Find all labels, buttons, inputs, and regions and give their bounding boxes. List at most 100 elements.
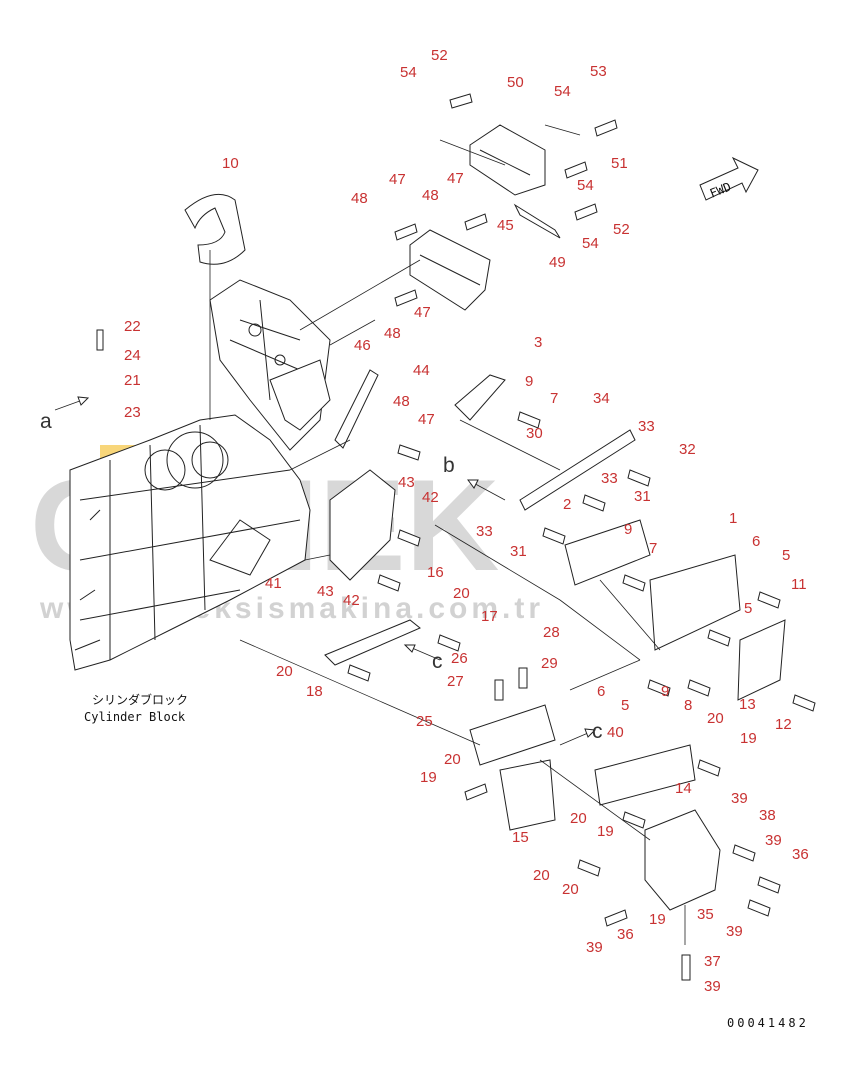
callout-36a: 36 xyxy=(792,846,809,863)
callout-48b: 48 xyxy=(422,187,439,204)
callout-52b: 52 xyxy=(613,221,630,238)
callout-40: 40 xyxy=(607,724,624,741)
plate-13-part xyxy=(737,619,786,701)
callout-33a: 33 xyxy=(638,418,655,435)
callout-53: 53 xyxy=(590,63,607,80)
callout-45: 45 xyxy=(497,217,514,234)
bracket-3-part xyxy=(454,374,506,421)
callout-29: 29 xyxy=(541,655,558,672)
callout-28: 28 xyxy=(543,624,560,641)
view-label-c2: c xyxy=(592,720,603,743)
callout-20d: 20 xyxy=(444,751,461,768)
callout-20b: 20 xyxy=(276,663,293,680)
callout-8: 8 xyxy=(684,697,692,714)
callout-36b: 39 xyxy=(586,939,603,956)
callout-39a: 39 xyxy=(731,790,748,807)
callouts: 52 54 50 53 54 10 51 54 47 48 47 45 52 5… xyxy=(124,47,809,995)
callout-52a: 52 xyxy=(431,47,448,64)
view-arrows xyxy=(54,396,597,746)
callout-49: 49 xyxy=(549,254,566,271)
callout-50: 50 xyxy=(507,74,524,91)
callout-2: 2 xyxy=(563,496,571,513)
callout-5b: 5 xyxy=(744,600,752,617)
callout-22: 22 xyxy=(124,318,141,335)
callout-43b: 43 xyxy=(317,583,334,600)
fwd-arrow: FWD xyxy=(699,156,759,201)
callout-14: 14 xyxy=(675,780,692,797)
callout-1: 1 xyxy=(729,510,737,527)
callout-19b: 19 xyxy=(420,769,437,786)
plate-15-part xyxy=(499,759,556,831)
bar-2-part xyxy=(519,429,636,511)
callout-15: 15 xyxy=(512,829,529,846)
callout-37: 39 xyxy=(726,923,743,940)
strap-part xyxy=(513,203,561,239)
callout-25: 25 xyxy=(416,713,433,730)
callout-43a: 43 xyxy=(398,474,415,491)
callout-54c: 54 xyxy=(577,177,594,194)
callout-16: 16 xyxy=(427,564,444,581)
callout-21: 21 xyxy=(124,372,141,389)
callout-24: 24 xyxy=(124,347,141,364)
bar-16-part xyxy=(324,619,421,666)
callout-17: 17 xyxy=(481,608,498,625)
callout-9a: 9 xyxy=(525,373,533,390)
callout-47d: 47 xyxy=(418,411,435,428)
callout-19c: 19 xyxy=(597,823,614,840)
plate-9-part xyxy=(564,519,651,586)
callout-48d: 48 xyxy=(393,393,410,410)
callout-19d: 20 xyxy=(562,881,579,898)
callout-48c: 48 xyxy=(384,325,401,342)
callout-39c: 35 xyxy=(697,906,714,923)
callout-7a: 7 xyxy=(550,390,558,407)
view-label-b: b xyxy=(443,454,455,477)
callout-27: 27 xyxy=(447,673,464,690)
callout-39b: 39 xyxy=(765,832,782,849)
bar-44-part xyxy=(334,369,379,449)
bracket-43-part xyxy=(329,469,396,581)
callout-54b: 54 xyxy=(554,83,571,100)
callout-48a: 48 xyxy=(351,190,368,207)
bracket-35-part xyxy=(644,809,721,911)
callout-51: 51 xyxy=(611,155,628,172)
callout-31a: 31 xyxy=(634,488,651,505)
cylinder-block-drawing xyxy=(69,414,311,671)
callout-20a: 20 xyxy=(453,585,470,602)
cylinder-block-jp: シリンダブロック xyxy=(92,692,188,707)
bracket-25-part xyxy=(469,704,556,766)
callout-42b: 42 xyxy=(343,592,360,609)
callout-9b: 9 xyxy=(624,521,632,538)
callout-11: 11 xyxy=(791,576,807,593)
callout-33b: 33 xyxy=(601,470,618,487)
callout-32: 32 xyxy=(679,441,696,458)
callout-38: 38 xyxy=(759,807,776,824)
callout-6a: 6 xyxy=(752,533,760,550)
callout-19a: 19 xyxy=(740,730,757,747)
callout-47b: 47 xyxy=(447,170,464,187)
callout-39e: 37 xyxy=(704,953,721,970)
callout-35: 19 xyxy=(649,911,666,928)
callout-54d: 54 xyxy=(582,235,599,252)
callout-54a: 54 xyxy=(400,64,417,81)
callout-5c: 5 xyxy=(621,697,629,714)
callout-30: 30 xyxy=(526,425,543,442)
view-label-c: c xyxy=(432,650,443,673)
heat-shield-part xyxy=(184,193,246,265)
upper-bracket-drawing xyxy=(209,279,331,451)
callout-10: 10 xyxy=(222,155,239,172)
leader-lines xyxy=(209,124,686,945)
callout-7b: 7 xyxy=(649,540,657,557)
callout-23: 23 xyxy=(124,404,141,421)
callout-41: 41 xyxy=(265,575,282,592)
callout-42a: 42 xyxy=(422,489,439,506)
callout-47a: 47 xyxy=(389,171,406,188)
figure-number: 00041482 xyxy=(727,1016,809,1030)
callout-12: 12 xyxy=(775,716,792,733)
callout-36c: 39 xyxy=(704,978,721,995)
callout-3: 3 xyxy=(534,334,542,351)
callout-20c: 20 xyxy=(707,710,724,727)
callout-34: 34 xyxy=(593,390,610,407)
bar-14-part xyxy=(594,744,696,806)
callout-31b: 31 xyxy=(510,543,527,560)
